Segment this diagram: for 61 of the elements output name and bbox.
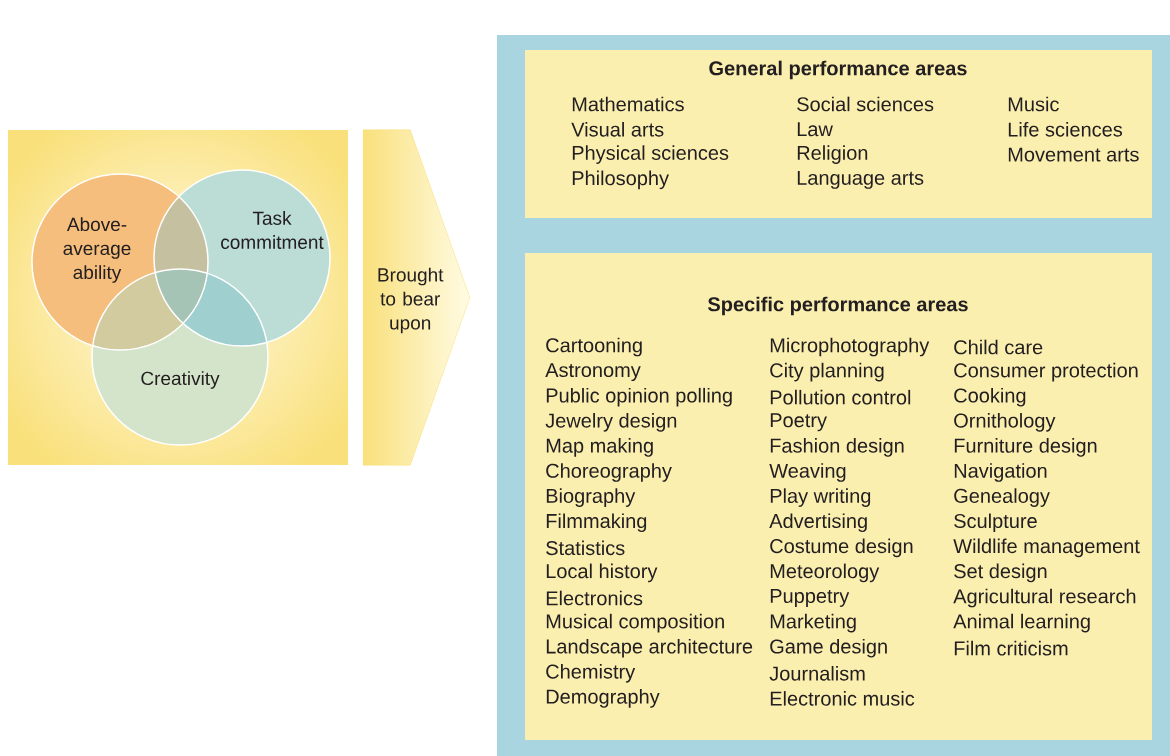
list-item: Musical composition xyxy=(546,613,724,633)
list-item: Meteorology xyxy=(770,563,880,583)
list-item: Navigation xyxy=(954,463,1047,482)
list-item: Music xyxy=(1008,96,1059,112)
list-item: Costume design xyxy=(770,538,913,558)
list-item: Electronics xyxy=(546,590,643,606)
list-item: Game design xyxy=(770,638,887,658)
list-item: Philosophy xyxy=(572,170,669,190)
circle-label: Task commitment xyxy=(221,211,324,249)
list-item: Agricultural research xyxy=(953,588,1136,608)
list-item: Weaving xyxy=(769,463,846,482)
list-item: Movement arts xyxy=(1008,147,1139,162)
list-item: Demography xyxy=(546,689,660,708)
list-item: Jewelry design xyxy=(545,413,677,432)
list-item: Cooking xyxy=(954,387,1026,407)
list-item: Child care xyxy=(954,339,1043,355)
list-item: Genealogy xyxy=(954,488,1050,507)
list-item: Puppetry xyxy=(770,589,850,607)
list-item: Physical sciences xyxy=(572,145,729,164)
list-item: Mathematics xyxy=(572,96,684,112)
panel-heading: Specific performance areas xyxy=(707,296,968,316)
list-item: Furniture design xyxy=(954,438,1097,457)
list-item: Chemistry xyxy=(546,664,636,683)
list-item: Marketing xyxy=(770,613,856,633)
list-item: Language arts xyxy=(797,170,924,189)
list-item: Life sciences xyxy=(1008,121,1123,137)
circle-label: Above- average ability xyxy=(63,217,131,283)
panel-heading: General performance areas xyxy=(709,60,967,80)
list-item: Wildlife management xyxy=(953,538,1140,558)
list-item: Set design xyxy=(954,563,1047,583)
list-item: Microphotography xyxy=(770,337,930,357)
circle-label: Creativity xyxy=(141,371,220,389)
list-item: Fashion design xyxy=(770,438,904,457)
chevron-arrow xyxy=(363,129,470,466)
list-item: Advertising xyxy=(769,513,867,533)
list-item: Pollution control xyxy=(770,389,911,405)
list-item: Animal learning xyxy=(953,613,1090,633)
list-item: Ornithology xyxy=(954,413,1056,432)
edge-label: Brought to bear upon xyxy=(378,267,444,334)
list-item: Statistics xyxy=(546,540,625,556)
list-item: Visual arts xyxy=(571,121,664,137)
list-item: Journalism xyxy=(769,665,865,681)
list-item: Map making xyxy=(546,438,653,457)
list-item: Biography xyxy=(546,488,636,507)
list-item: Sculpture xyxy=(954,513,1037,533)
list-item: Electronic music xyxy=(770,691,915,706)
list-item: Film criticism xyxy=(954,640,1068,656)
list-item: Astronomy xyxy=(545,363,641,382)
list-item: Play writing xyxy=(770,488,871,507)
list-item: Religion xyxy=(797,145,868,164)
list-item: Cartooning xyxy=(546,337,642,357)
list-item: Public opinion polling xyxy=(546,387,732,407)
list-item: Choreography xyxy=(546,463,672,482)
list-item: Poetry xyxy=(770,413,827,432)
list-item: Social sciences xyxy=(797,96,934,112)
list-item: Filmmaking xyxy=(546,513,647,533)
list-item: City planning xyxy=(770,362,884,382)
list-item: Consumer protection xyxy=(954,362,1138,382)
list-item: Local history xyxy=(546,563,658,583)
list-item: Law xyxy=(797,122,833,137)
list-item: Landscape architecture xyxy=(546,638,753,658)
